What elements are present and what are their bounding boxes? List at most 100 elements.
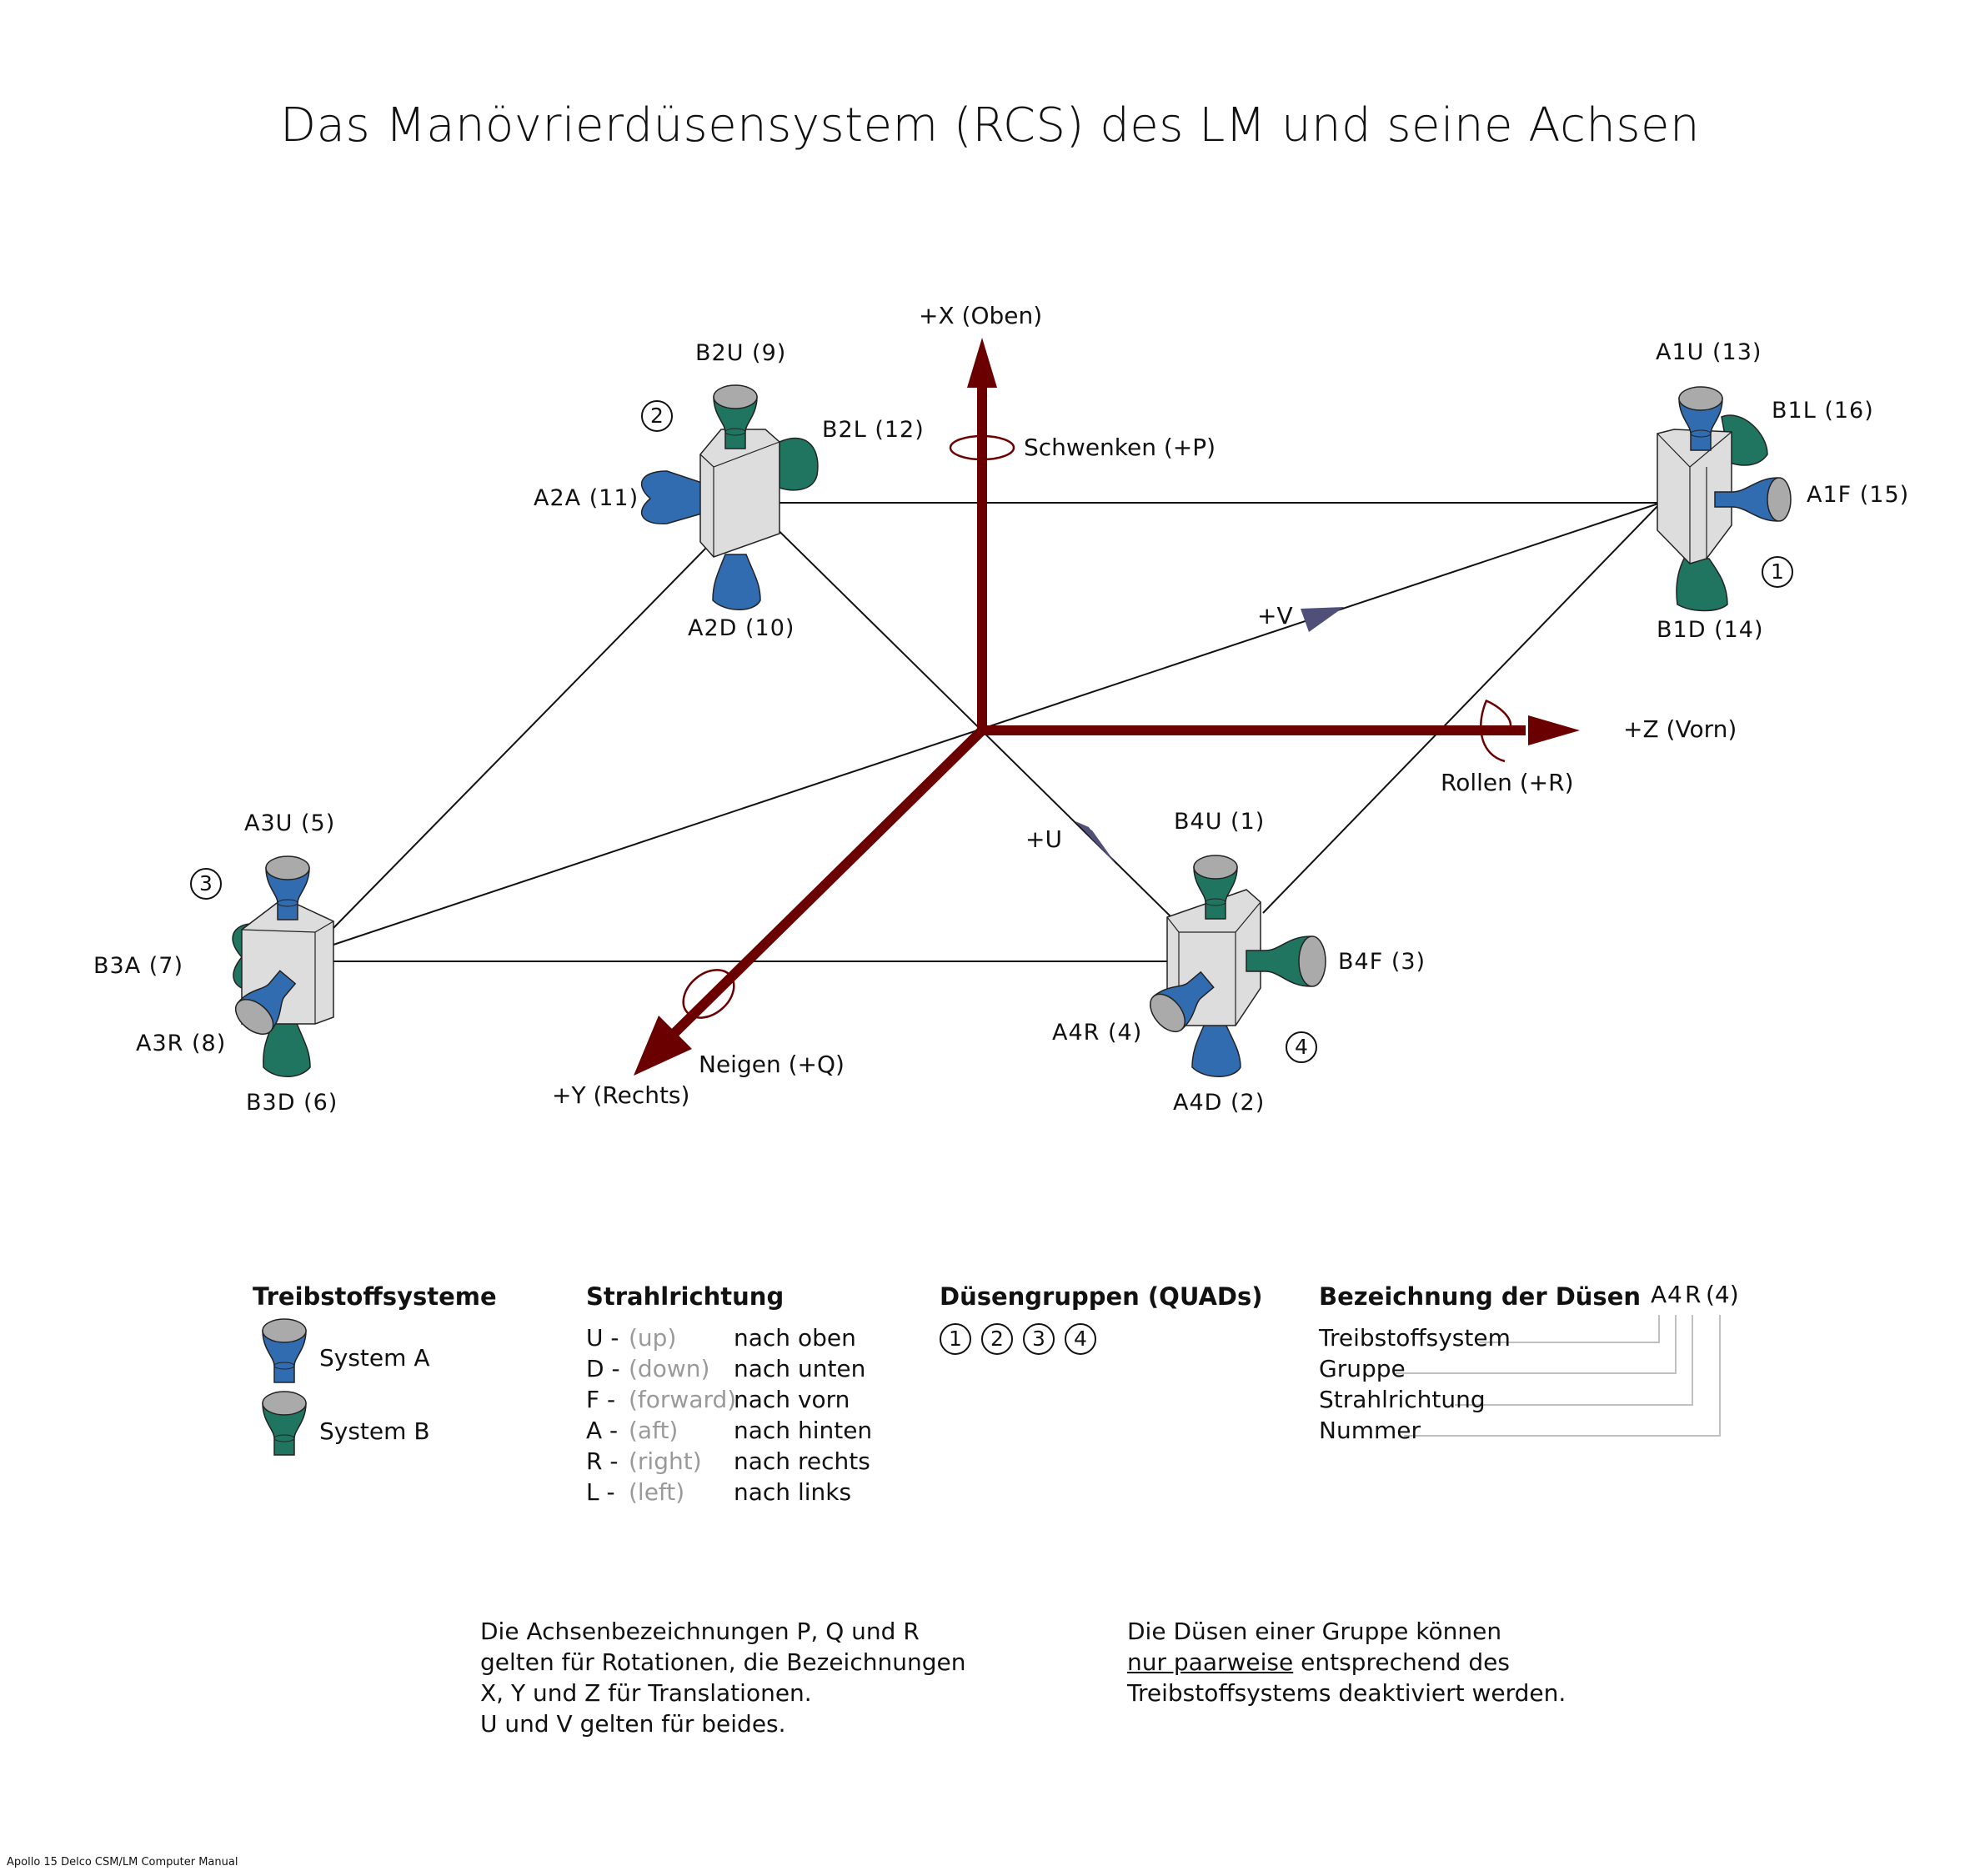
quad-4: [1150, 855, 1326, 1077]
naming-example-system: A: [1651, 1281, 1667, 1308]
thruster-label: A3U (5): [244, 810, 336, 836]
quad-1-block: [1657, 429, 1732, 564]
emphasis-text: nur paarweise: [1127, 1648, 1294, 1676]
direction-german: nach links: [734, 1478, 852, 1506]
axes-note: Die Achsenbezeichnungen P, Q und R gelte…: [480, 1616, 965, 1739]
naming-part: Gruppe: [1319, 1355, 1406, 1382]
source-credit: Apollo 15 Delco CSM/LM Computer Manual: [7, 1856, 238, 1868]
note-line: Die Düsen einer Gruppe können: [1127, 1618, 1502, 1645]
thruster-label: A1F (15): [1807, 482, 1910, 508]
direction-code: F -: [586, 1386, 616, 1413]
z-axis-label: +Z (Vorn): [1623, 715, 1737, 743]
thruster-label: A3R (8): [136, 1031, 227, 1056]
thruster-label: A4D (2): [1173, 1090, 1266, 1116]
direction-english: (aft): [629, 1417, 679, 1444]
thruster-label: B1L (16): [1772, 398, 1874, 424]
thruster-b1d: [1676, 558, 1728, 612]
thruster-label: A4R (4): [1052, 1020, 1143, 1046]
thruster-a3r: [234, 970, 297, 1035]
x-axis-label: +X (Oben): [919, 302, 1043, 329]
direction-english: (forward): [629, 1386, 737, 1413]
note-line: U und V gelten für beides.: [480, 1710, 786, 1738]
direction-english: (left): [629, 1478, 685, 1506]
thruster-b2l: [779, 437, 819, 491]
y-axis-label: +Y (Rechts): [552, 1081, 690, 1109]
system-b-icon: [262, 1391, 307, 1456]
note-text: entsprechend des: [1293, 1648, 1510, 1676]
direction-code: D -: [586, 1355, 620, 1382]
quad-number-badge: 1: [1762, 556, 1793, 588]
direction-code: L -: [586, 1478, 615, 1506]
note-line: gelten für Rotationen, die Bezeichnungen: [480, 1648, 966, 1676]
thruster-label: A2D (10): [688, 615, 795, 641]
pitch-label: Schwenken (+P): [1024, 434, 1216, 461]
thruster-label: B2U (9): [695, 340, 787, 366]
thruster-label: B3A (7): [93, 953, 183, 979]
direction-german: nach unten: [734, 1355, 866, 1382]
thruster-label: B4F (3): [1338, 949, 1426, 975]
note-line: X, Y und Z für Translationen.: [480, 1679, 812, 1707]
thruster-a4r: [1150, 971, 1215, 1033]
direction-english: (up): [629, 1324, 677, 1352]
naming-leader-lines: [1396, 1315, 1721, 1437]
naming-part: Treibstoffsystem: [1319, 1324, 1511, 1352]
direction-code: A -: [586, 1417, 619, 1444]
direction-code: U -: [586, 1324, 619, 1352]
u-arrow-head-fill: [1080, 824, 1117, 865]
thruster-label: B4U (1): [1174, 809, 1266, 835]
thruster-label: A2A (11): [534, 485, 639, 511]
direction-code: R -: [586, 1447, 619, 1475]
z-axis-head: [1528, 715, 1580, 745]
pitch-rotation-icon: [949, 434, 1015, 461]
y-axis-shaft: [669, 726, 986, 1038]
line-q1-q3: [333, 502, 1662, 946]
quad-number-badge: 3: [190, 868, 222, 900]
naming-part: Strahlrichtung: [1319, 1386, 1486, 1413]
direction-german: nach rechts: [734, 1447, 870, 1475]
direction-german: nach vorn: [734, 1386, 850, 1413]
naming-example-group: 4: [1667, 1281, 1682, 1308]
quad-1: [1657, 386, 1792, 612]
quad-number-badge: 2: [981, 1323, 1013, 1355]
system-b-label: System B: [319, 1417, 430, 1445]
v-axis-label: +V: [1257, 602, 1293, 630]
direction-english: (down): [629, 1355, 710, 1382]
thruster-label: B3D (6): [246, 1090, 338, 1116]
line-q1-q4: [1262, 502, 1662, 914]
u-arrow-head: [1075, 821, 1115, 864]
x-axis-head: [967, 338, 997, 388]
quads-heading: Düsengruppen (QUADs): [940, 1282, 1263, 1311]
roll-rotation-icon: [1480, 700, 1506, 763]
quad-number-badge: 4: [1065, 1323, 1096, 1355]
thrust-direction-heading: Strahlrichtung: [586, 1282, 784, 1311]
roll-label: Rollen (+R): [1441, 769, 1574, 796]
thruster-b1l: [1721, 414, 1768, 466]
thruster-a4d: [1191, 1023, 1241, 1077]
quad-2: [640, 384, 819, 610]
u-axis-label: +U: [1025, 825, 1062, 853]
note-line: Die Achsenbezeichnungen P, Q und R: [480, 1618, 920, 1645]
direction-german: nach hinten: [734, 1417, 873, 1444]
direction-german: nach oben: [734, 1324, 856, 1352]
note-line: Treibstoffsystems deaktiviert werden.: [1127, 1679, 1566, 1707]
quad-number-badge: 2: [641, 400, 673, 432]
yaw-rotation-icon: [682, 969, 735, 1019]
fuel-systems-heading: Treibstoffsysteme: [253, 1282, 497, 1311]
thruster-a2d: [712, 554, 761, 610]
note-line: nur paarweise entsprechend des: [1127, 1647, 1566, 1678]
direction-english: (right): [629, 1447, 702, 1475]
main-axes: [634, 338, 1580, 1076]
yaw-label: Neigen (+Q): [699, 1051, 845, 1078]
quad-number-badge: 3: [1023, 1323, 1055, 1355]
page-title: Das Manövrierdüsensystem (RCS) des LM un…: [280, 98, 1700, 153]
system-a-icon: [262, 1318, 307, 1383]
thruster-label: B1D (14): [1657, 617, 1764, 643]
v-arrow-head: [1301, 607, 1344, 632]
pair-deactivation-note: Die Düsen einer Gruppe können nur paarwe…: [1127, 1616, 1566, 1708]
quad-number-badge: 1: [940, 1323, 971, 1355]
y-axis-head: [634, 1016, 692, 1076]
thruster-label: A1U (13): [1656, 339, 1762, 365]
thruster-label: B2L (12): [822, 417, 925, 443]
thruster-a2a: [640, 470, 705, 524]
